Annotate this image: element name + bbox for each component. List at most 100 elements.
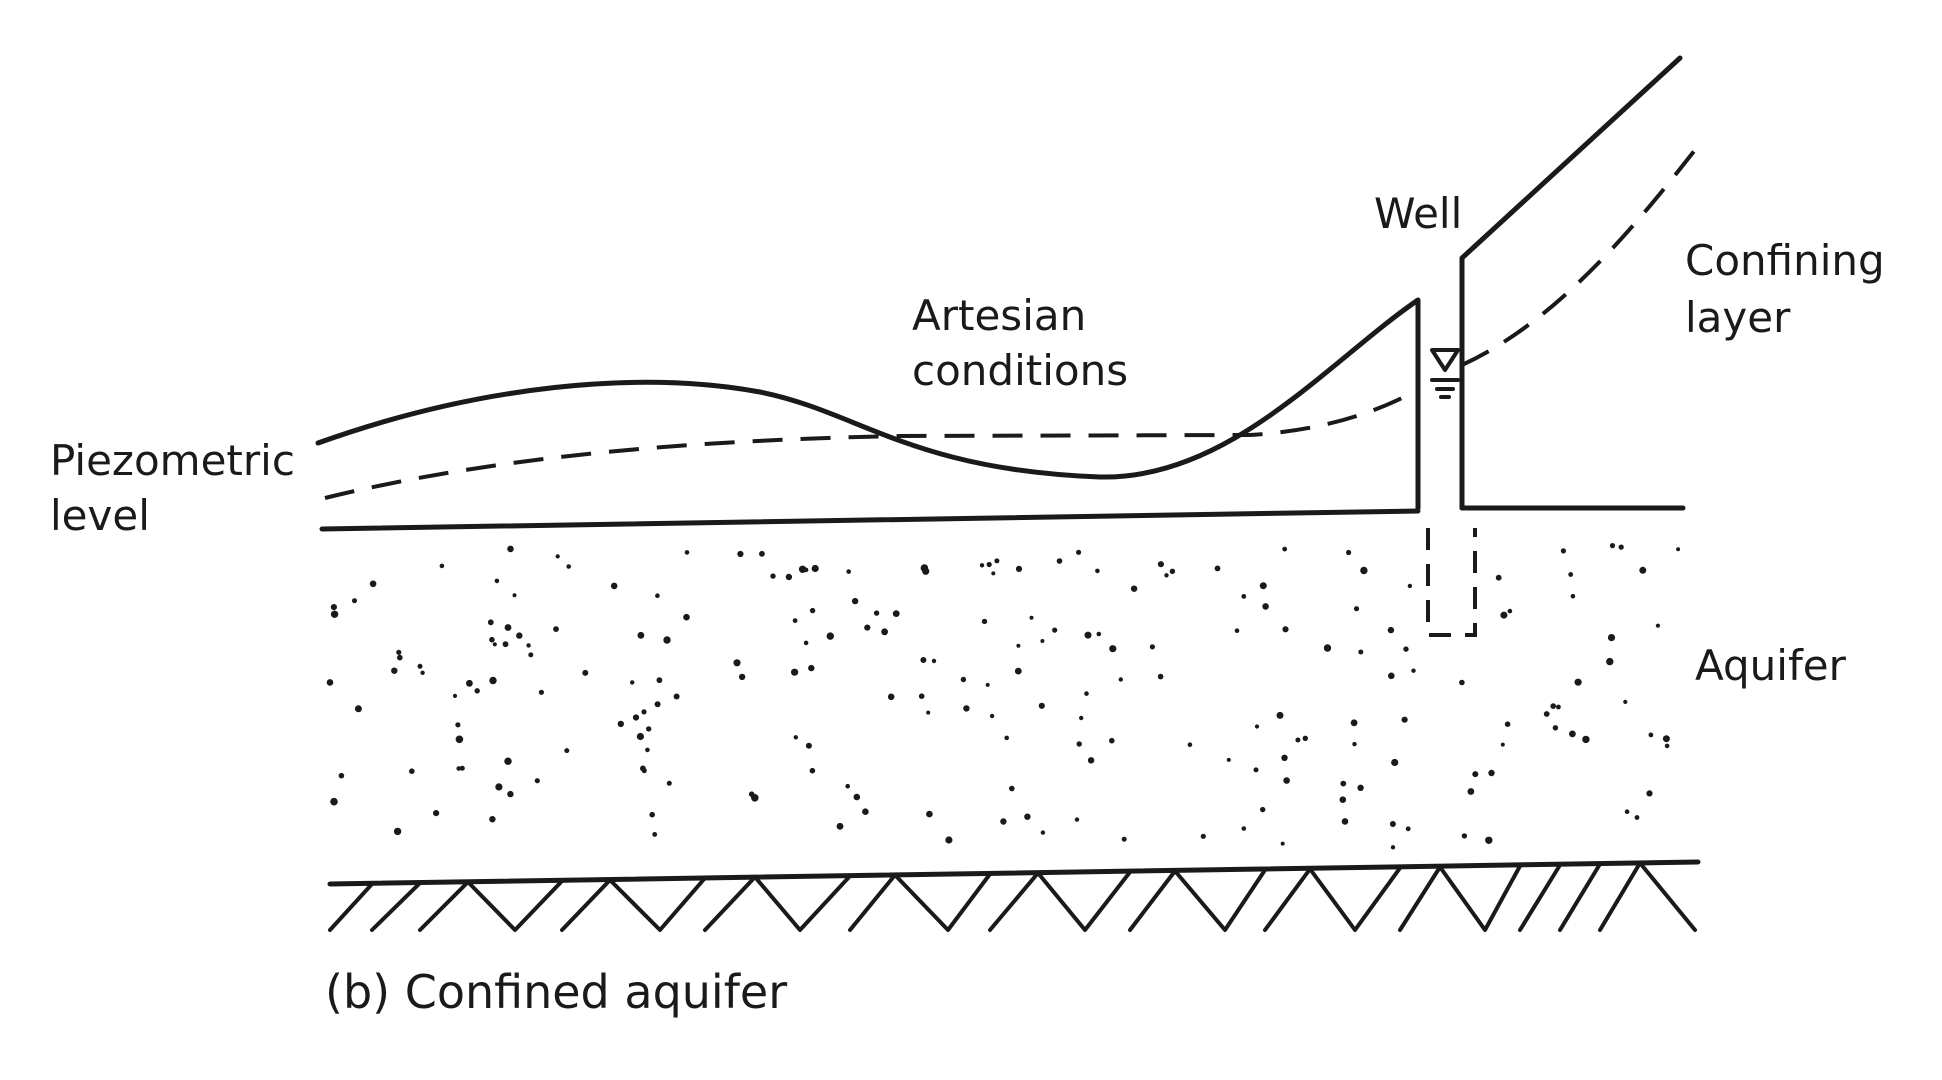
sand-dot [456, 766, 462, 771]
sand-dot [417, 663, 423, 669]
sand-dot [1040, 639, 1045, 643]
sand-dot [1254, 724, 1260, 729]
sand-dot [645, 747, 650, 753]
sand-dot [512, 593, 517, 598]
sand-dot [553, 626, 559, 632]
piezometric-level-label-line2: level [50, 491, 150, 540]
sand-dot [1350, 719, 1358, 727]
sand-dot [1360, 566, 1368, 575]
sand-dot [1389, 821, 1396, 827]
sand-dot [1407, 583, 1413, 589]
artesian-conditions-label-line1: Artesian [912, 291, 1086, 340]
sand-dot [1016, 643, 1021, 648]
sand-dot [326, 679, 334, 686]
sand-dot [1623, 699, 1628, 705]
sand-dot [1646, 790, 1653, 797]
sand-dot [1084, 691, 1089, 696]
sand-dot [1029, 615, 1034, 620]
sand-dot [1340, 780, 1347, 787]
sand-dot [1405, 826, 1411, 832]
sand-dot [1387, 626, 1395, 634]
sand-dot [610, 582, 618, 590]
sand-dot [1574, 678, 1582, 686]
sand-dot [1648, 732, 1654, 738]
sand-dot [1550, 703, 1556, 709]
sand-dot [1079, 715, 1084, 721]
sand-dot [1655, 623, 1660, 628]
sand-dot [641, 709, 647, 715]
sand-dot [1295, 737, 1301, 743]
well-screen [1426, 528, 1477, 637]
sand-dot [1109, 737, 1115, 744]
sand-dot [507, 790, 514, 798]
sand-dot [1569, 730, 1576, 738]
sand-dot [1639, 566, 1647, 574]
sand-dot [808, 664, 815, 672]
sand-dot [826, 632, 834, 640]
sand-dot [396, 649, 402, 655]
sand-dot [1607, 634, 1616, 642]
sand-dot [1241, 594, 1247, 599]
sand-dot [981, 618, 988, 625]
confining-layer-label-line1: Confining [1685, 236, 1885, 285]
sand-dot [862, 808, 869, 815]
sand-dot [352, 598, 357, 604]
sand-dot [1074, 817, 1080, 822]
piezometric-level-label-line1: Piezometric [50, 436, 295, 485]
sand-dot [1281, 754, 1288, 761]
sand-dot [564, 748, 570, 754]
sand-dot [1467, 788, 1475, 795]
sand-dot [666, 780, 672, 786]
sand-dot [393, 827, 402, 836]
sand-dot [555, 554, 560, 559]
sand-dot [369, 580, 377, 588]
sand-dot [1352, 741, 1357, 747]
sand-dot [452, 693, 458, 699]
sand-dot [979, 563, 985, 568]
sand-dot [1504, 721, 1511, 727]
confining-layer-base-line [319, 508, 1421, 532]
aquifer-sand-pattern [326, 543, 1681, 850]
sand-dot [1353, 606, 1360, 612]
sand-dot [636, 732, 645, 741]
sand-dot [759, 550, 765, 557]
sand-dot [887, 693, 895, 701]
sand-dot [1226, 757, 1231, 762]
sand-dot [504, 624, 512, 631]
sand-dot [1568, 572, 1574, 577]
sand-dot [873, 610, 880, 616]
sand-dot [663, 636, 671, 644]
sand-dot [920, 657, 927, 663]
sand-dot [1276, 711, 1284, 719]
sand-dot [1500, 742, 1505, 747]
sand-dot [617, 720, 624, 728]
sand-dot [1000, 818, 1007, 825]
sand-dot [1461, 833, 1468, 839]
sand-dot [1076, 549, 1082, 555]
sand-dot [792, 618, 798, 623]
sand-dot [864, 624, 871, 631]
sand-dot [330, 604, 337, 611]
sand-dot [1341, 818, 1349, 825]
sand-dot [1262, 603, 1269, 610]
sand-dot [1095, 568, 1100, 574]
sand-dot [1485, 836, 1493, 844]
sand-dot [655, 593, 660, 598]
confining-layer-top-line [1459, 55, 1683, 511]
sand-dot [1323, 644, 1332, 652]
sand-dot [1488, 769, 1495, 777]
sand-dot [646, 726, 652, 732]
sand-dot [770, 573, 776, 579]
sand-dot [492, 642, 497, 647]
sand-dot [397, 654, 403, 661]
sand-dot [1500, 611, 1508, 619]
sand-dot [1024, 813, 1031, 820]
sand-dot [504, 757, 512, 765]
sand-dot [1164, 573, 1169, 578]
sand-dot [1495, 574, 1502, 581]
sand-dot [1015, 565, 1023, 573]
sand-dot [1388, 672, 1395, 680]
sand-dot [803, 640, 809, 646]
figure-caption: (b) Confined aquifer [325, 965, 787, 1019]
